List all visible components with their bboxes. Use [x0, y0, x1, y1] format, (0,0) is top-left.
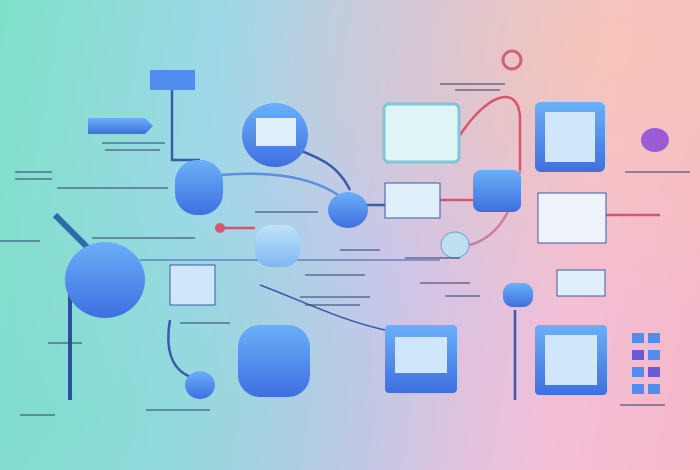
connector-line [167, 319, 211, 382]
chat-bubble-icon [503, 283, 533, 307]
grid-app-icon [632, 333, 660, 394]
monitor-icon [556, 269, 606, 297]
chain-link-icon [501, 49, 523, 71]
illegible-labels [0, 83, 690, 416]
monitor-icon [537, 192, 607, 244]
monitor-icon [382, 102, 461, 164]
connector-line [52, 212, 93, 253]
connector-line [170, 73, 200, 162]
circle-node [440, 231, 470, 259]
chat-bubble-icon [641, 128, 669, 152]
connector-line [259, 284, 386, 331]
circle-node [65, 242, 145, 318]
monitor-icon [238, 325, 310, 397]
chat-bubble-icon [175, 160, 223, 215]
nodes [65, 70, 669, 399]
circle-node [185, 371, 215, 399]
chat-bubble-icon [473, 170, 521, 212]
monitor-icon [384, 182, 441, 219]
monitor-icon [255, 225, 300, 267]
connector-line [458, 95, 522, 170]
connectors [52, 49, 660, 400]
label-tag [88, 118, 153, 134]
connector-line [219, 172, 346, 201]
node-box [150, 70, 195, 90]
monitor-icon [169, 264, 216, 306]
circle-node [328, 192, 368, 228]
pin-icon [215, 223, 225, 233]
